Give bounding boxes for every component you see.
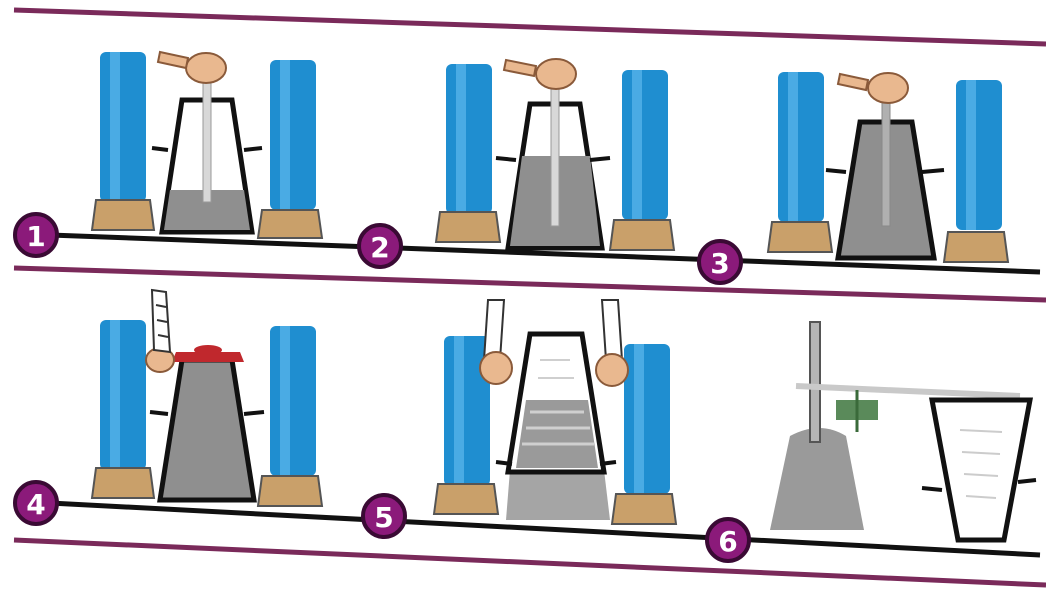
step-4-scene	[90, 288, 324, 507]
middle-rule	[13, 265, 1046, 303]
step-number-2: 2	[370, 231, 389, 264]
concrete-slump-icon	[506, 470, 610, 520]
tamping-rod-icon	[809, 321, 821, 443]
boot-icon	[90, 52, 156, 231]
step-5-scene	[432, 299, 678, 525]
boot-icon	[610, 344, 678, 525]
step-number-3: 3	[710, 247, 729, 280]
hand-icon	[595, 299, 629, 387]
hand-icon	[145, 288, 175, 373]
boot-icon	[90, 320, 156, 499]
boot-icon	[434, 64, 502, 243]
boot-icon	[766, 72, 834, 253]
step-1-scene	[90, 50, 324, 239]
boot-icon	[432, 336, 500, 515]
slump-cone-icon	[149, 357, 265, 503]
step-badge-5: 5	[361, 493, 407, 539]
slump-cone-icon	[495, 331, 617, 475]
boot-icon	[256, 60, 324, 239]
step-number-1: 1	[26, 220, 45, 253]
bottom-rule	[13, 537, 1046, 588]
step-6-scene	[770, 321, 1037, 543]
hand-icon	[479, 299, 513, 385]
trowel-plate-icon	[172, 345, 244, 362]
tamping-rod-icon	[881, 95, 891, 227]
step-badge-6: 6	[705, 517, 751, 563]
top-rule	[13, 7, 1046, 47]
step-badge-1: 1	[13, 212, 59, 258]
step-3-scene	[766, 72, 1010, 263]
step-2-scene	[434, 58, 676, 251]
step-number-5: 5	[374, 501, 393, 534]
tamping-rod-icon	[202, 81, 212, 203]
ground-line-top	[49, 232, 1041, 275]
hand-icon	[836, 72, 909, 104]
concrete-slump-icon	[770, 428, 864, 530]
hand-icon	[156, 50, 227, 84]
step-badge-3: 3	[697, 239, 743, 285]
ruler-icon	[795, 383, 1021, 432]
panel-rules	[13, 7, 1046, 588]
boot-icon	[256, 326, 324, 507]
hand-icon	[502, 58, 577, 90]
ground-line-bottom	[49, 500, 1041, 558]
slump-cone-icon	[921, 397, 1037, 543]
step-number-4: 4	[26, 488, 45, 521]
ground-lines	[49, 232, 1041, 558]
step-badge-4: 4	[13, 480, 59, 526]
step-badge-2: 2	[357, 223, 403, 269]
boot-icon	[942, 80, 1010, 263]
tamping-rod-icon	[550, 85, 560, 227]
boot-icon	[608, 70, 676, 251]
step-number-6: 6	[718, 525, 737, 558]
